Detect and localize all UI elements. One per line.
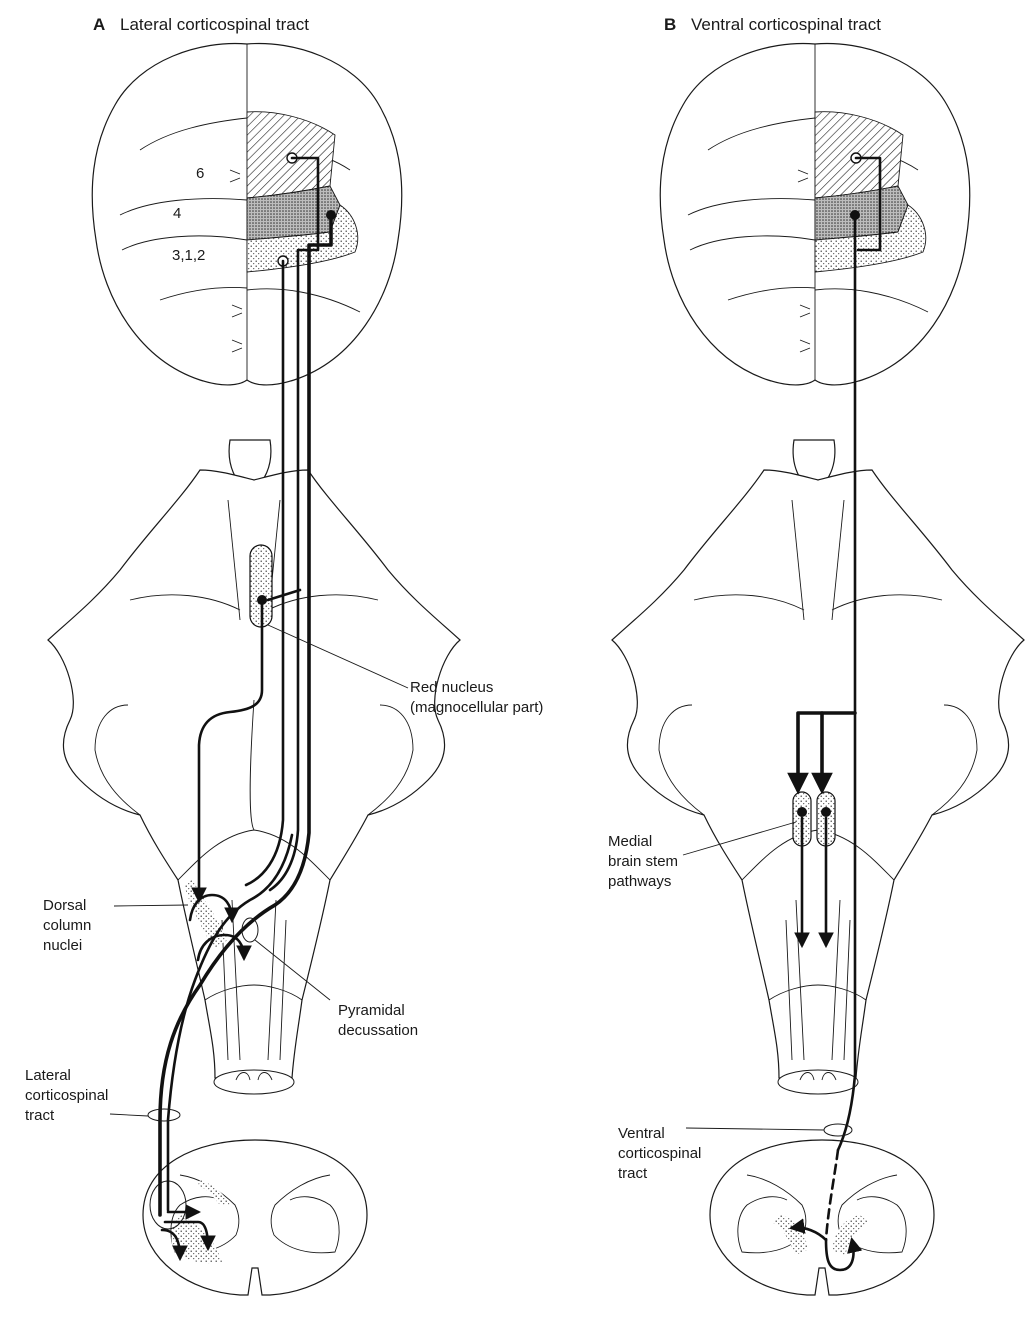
ventral-corticospinal-label-3: tract [618, 1165, 648, 1182]
lateral-corticospinal-label-3: tract [25, 1107, 55, 1124]
spinal-cord-b [710, 1140, 934, 1295]
brain-a: 6 4 3,1,2 [92, 44, 402, 385]
brainstem-b [612, 440, 1024, 1094]
area-312-label-a: 3,1,2 [172, 247, 205, 264]
lateral-corticospinal-label-2: corticospinal [25, 1087, 108, 1104]
panel-a: A Lateral corticospinal tract 6 4 [25, 15, 543, 1295]
panel-b-letter: B [664, 15, 676, 34]
pyramidal-decussation-label-2: decussation [338, 1022, 418, 1039]
ventral-corticospinal-label-2: corticospinal [618, 1145, 701, 1162]
brainstem-a [48, 440, 460, 1094]
brain-b [660, 44, 970, 385]
medial-pathways-label-2: brain stem [608, 853, 678, 870]
lateral-corticospinal-label-1: Lateral [25, 1067, 71, 1084]
panel-a-letter: A [93, 15, 105, 34]
panel-a-title: Lateral corticospinal tract [120, 15, 309, 34]
dorsal-column-label-3: nuclei [43, 937, 82, 954]
panel-b-title: Ventral corticospinal tract [691, 15, 881, 34]
dorsal-column-label-1: Dorsal [43, 897, 86, 914]
area-6-label-a: 6 [196, 165, 204, 182]
medial-pathways-label-3: pathways [608, 873, 671, 890]
spinal-cord-a [143, 1140, 367, 1295]
area-4-label-a: 4 [173, 205, 181, 222]
ventral-corticospinal-label-1: Ventral [618, 1125, 665, 1142]
red-nucleus-sublabel: (magnocellular part) [410, 699, 543, 716]
red-nucleus-label: Red nucleus [410, 679, 493, 696]
pyramidal-decussation-label-1: Pyramidal [338, 1002, 405, 1019]
dorsal-column-label-2: column [43, 917, 91, 934]
panel-b: B Ventral corticospinal tract [608, 15, 1024, 1295]
medial-pathways-label-1: Medial [608, 833, 652, 850]
